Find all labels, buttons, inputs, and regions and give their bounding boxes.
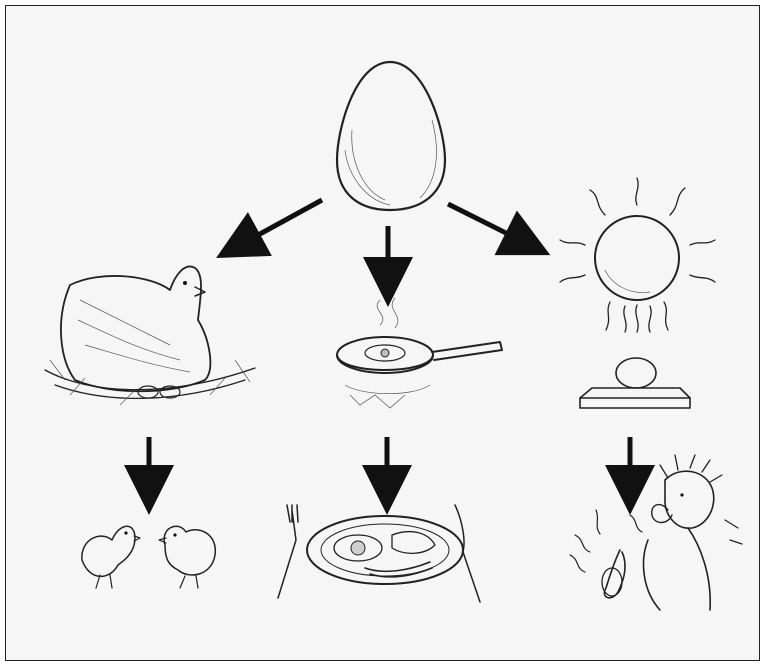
sun-icon: [560, 178, 715, 332]
egg-icon: [337, 62, 445, 210]
hen-on-nest-icon: [45, 267, 255, 405]
arrow-egg-to-hen: [238, 200, 322, 246]
frying-pan-icon: [337, 298, 502, 408]
chicks-icon: [82, 526, 215, 588]
egg-on-block-icon: [580, 358, 690, 408]
breakfast-plate-icon: [278, 505, 480, 602]
arrow-egg-to-sun: [448, 204, 528, 244]
person-holding-nose-icon: [570, 455, 742, 610]
